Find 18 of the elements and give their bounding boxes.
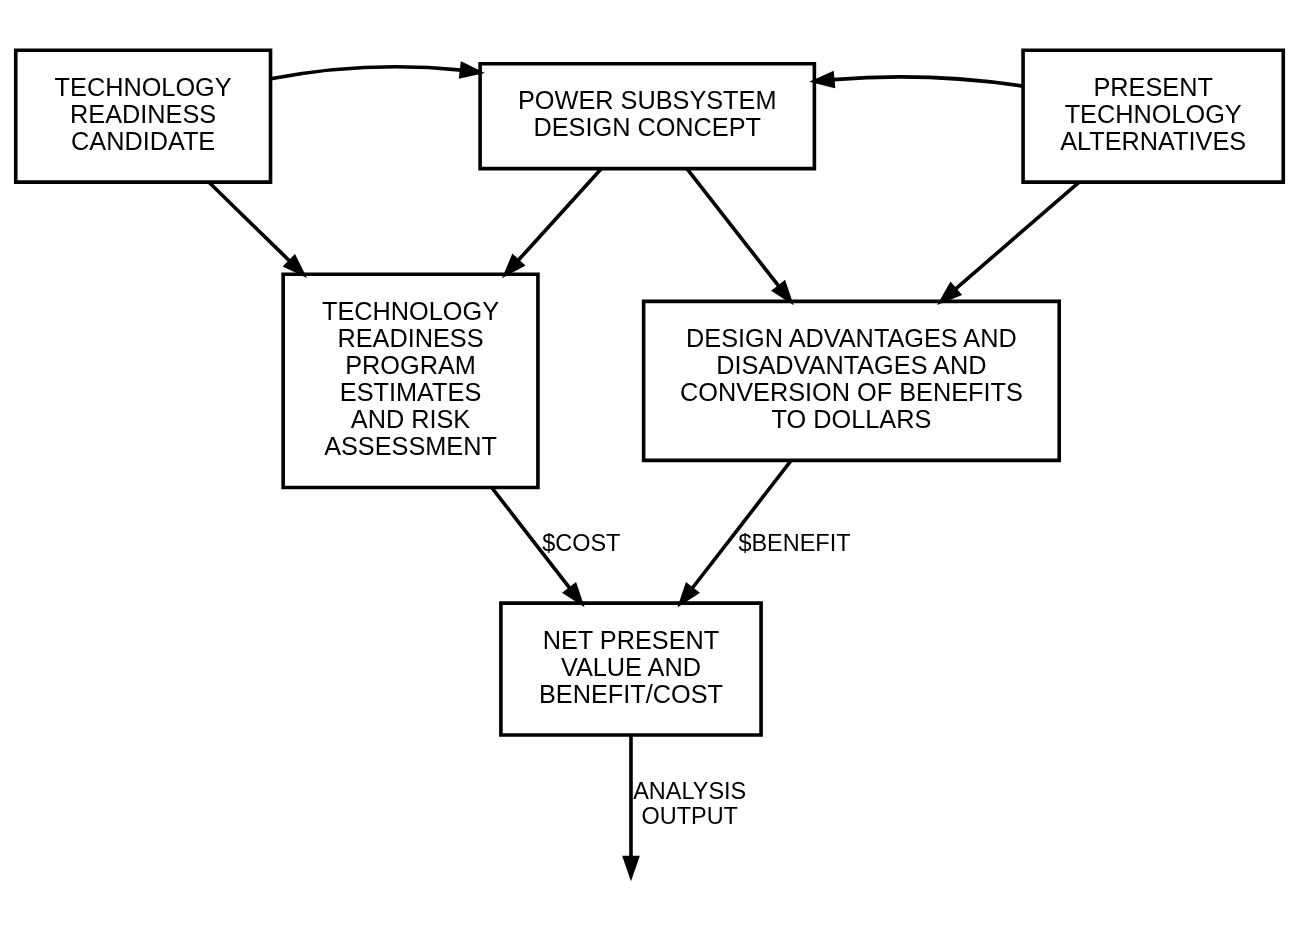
arrow	[677, 459, 793, 608]
node-box: PRESENT TECHNOLOGY ALTERNATIVES	[1021, 48, 1286, 184]
node-box: DESIGN ADVANTAGES AND DISADVANTAGES AND CONVERSION OF BENEFITS TO DOLLARS	[641, 299, 1061, 463]
arrow	[207, 181, 307, 278]
edge-label: ANALYSIS OUTPUT	[633, 777, 747, 830]
edge-label: $COST	[542, 530, 621, 557]
arrow	[270, 61, 485, 81]
arrow	[809, 70, 1024, 89]
arrow	[937, 181, 1080, 305]
node-box: TECHNOLOGY READINESS PROGRAM ESTIMATES AND RISK ASSESSMENT	[281, 272, 540, 490]
node-box: NET PRESENT VALUE AND BENEFIT/COST	[499, 601, 763, 737]
arrow	[685, 167, 794, 306]
arrow	[501, 167, 603, 279]
arrow	[490, 486, 585, 608]
node-box: TECHNOLOGY READINESS CANDIDATE	[13, 48, 273, 184]
arrow	[622, 735, 640, 882]
node-box: POWER SUBSYSTEM DESIGN CONCEPT	[478, 61, 817, 171]
edge-label: $BENEFIT	[738, 530, 851, 557]
